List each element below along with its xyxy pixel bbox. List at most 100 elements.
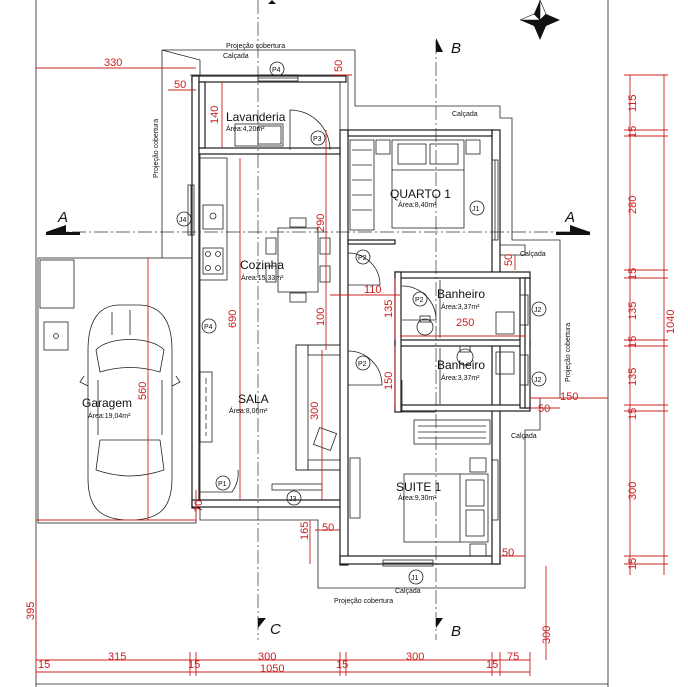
dim-r-115: 115 [627, 94, 639, 112]
dim-100: 100 [315, 308, 327, 326]
tag-p2-a: P2 [358, 255, 367, 262]
garage-storage [39, 259, 75, 309]
dim-r-135a: 135 [627, 302, 639, 320]
dim-r-15a: 15 [627, 126, 639, 138]
dim-50-top: 50 [333, 60, 345, 72]
dim-150-r: 150 [560, 391, 578, 403]
room-garagem-area: Área:19,04m² [88, 411, 131, 420]
note-projecao-right: Projeção cobertura [565, 323, 572, 382]
room-lavanderia-area: Área:4,20m² [226, 124, 265, 133]
dim-b-75: 75 [507, 651, 519, 663]
tag-p4-left: P4 [204, 324, 213, 331]
dim-165: 165 [299, 522, 311, 540]
room-sala-name: SALA [238, 392, 269, 406]
car-icon [79, 304, 181, 521]
dim-50-r2: 50 [538, 403, 550, 415]
room-sala-area: Área:8,06m² [229, 406, 268, 415]
dim-135: 135 [383, 300, 395, 318]
tag-p2-c: P2 [358, 361, 367, 368]
tag-p2-b: P2 [415, 297, 424, 304]
dim-b-15a: 15 [38, 659, 50, 671]
section-a-right: A [564, 209, 575, 226]
dim-r-15e: 15 [627, 558, 639, 570]
dim-r-135b: 135 [627, 368, 639, 386]
dim-r-1040: 1040 [665, 310, 677, 334]
dim-150-mid: 150 [383, 372, 395, 390]
dim-b-15c: 15 [336, 659, 348, 671]
room-banheiro2-area: Área:3,37m² [441, 373, 480, 382]
room-quarto-area: Área:8,40m² [398, 200, 437, 209]
room-suite-name: SUITE 1 [396, 480, 442, 494]
dim-395: 395 [25, 602, 37, 620]
section-b-bottom: B [451, 623, 461, 640]
dim-50-r1: 50 [503, 254, 515, 266]
tag-j4: J4 [179, 217, 187, 224]
note-calcada-right2: Calçada [511, 433, 537, 440]
tag-p3: P3 [313, 136, 322, 143]
suite-furniture [349, 419, 491, 557]
dim-300-mid: 300 [309, 402, 321, 420]
room-quarto-name: QUARTO 1 [390, 187, 451, 201]
note-calcada-bottom: Calçada [395, 588, 421, 595]
dining-table-icon [265, 217, 331, 303]
section-markers [46, 0, 590, 628]
garage-drain [53, 333, 59, 339]
room-garagem-name: Garagem [82, 396, 132, 410]
tag-j2-b: J2 [534, 377, 542, 384]
bathroom-fixtures [416, 280, 515, 404]
kitchen-counter [198, 157, 228, 281]
dim-b-15b: 15 [188, 659, 200, 671]
tag-j1-quarto: J1 [472, 206, 480, 213]
tv-rack [199, 371, 213, 443]
section-c-bottom: C [270, 621, 281, 638]
room-cozinha-name: Cozinha [240, 258, 284, 272]
section-lines [50, 0, 590, 640]
opening-tags [176, 61, 547, 585]
north-arrow-icon [519, 0, 560, 40]
note-projecao-top: Projeção cobertura [226, 43, 285, 50]
doors [200, 109, 437, 493]
tag-j3: J3 [289, 496, 297, 503]
dimension-lines [35, 67, 665, 673]
note-projecao-left: Projeção cobertura [153, 119, 160, 178]
dim-290: 290 [315, 214, 327, 232]
room-banheiro1-area: Área:3,37m² [441, 302, 480, 311]
tag-p4-top: P4 [272, 67, 281, 74]
room-banheiro2-name: Banheiro [437, 358, 485, 372]
dim-b-15d: 15 [486, 659, 498, 671]
section-b-top: B [451, 40, 461, 57]
dim-50-br: 50 [502, 547, 514, 559]
note-calcada-right1: Calçada [520, 251, 546, 258]
dim-r-280: 280 [627, 196, 639, 214]
dim-r-300: 300 [627, 482, 639, 500]
dim-70: 70 [193, 500, 205, 512]
room-lavanderia-name: Lavanderia [226, 110, 286, 124]
dim-b-1050: 1050 [260, 663, 284, 675]
room-suite-area: Área:9,30m² [398, 493, 437, 502]
dim-r-15c: 15 [627, 336, 639, 348]
windows [187, 74, 529, 567]
tag-j2-a: J2 [534, 307, 542, 314]
dim-560: 560 [137, 382, 149, 400]
room-cozinha-area: Área:15,33m² [241, 273, 284, 282]
dim-r-15b: 15 [627, 268, 639, 280]
dim-300-br: 300 [541, 626, 553, 644]
dim-140: 140 [209, 106, 221, 124]
dim-b-300a: 300 [258, 651, 276, 663]
dim-b-300b: 300 [406, 651, 424, 663]
dim-50-tl: 50 [174, 79, 186, 91]
dim-690: 690 [227, 310, 239, 328]
note-calcada-top2: Calçada [452, 111, 478, 118]
dim-250: 250 [456, 317, 474, 329]
laundry-tank [234, 123, 284, 147]
note-projecao-bottom: Projeção cobertura [334, 598, 393, 605]
room-banheiro1-name: Banheiro [437, 287, 485, 301]
tag-p1: P1 [218, 481, 227, 488]
dim-50-s: 50 [322, 522, 334, 534]
dim-330: 330 [104, 57, 122, 69]
tag-j1-suite: J1 [411, 575, 419, 582]
dimension-ticks [35, 74, 668, 676]
dim-b-315: 315 [108, 651, 126, 663]
dim-r-15d: 15 [627, 408, 639, 420]
